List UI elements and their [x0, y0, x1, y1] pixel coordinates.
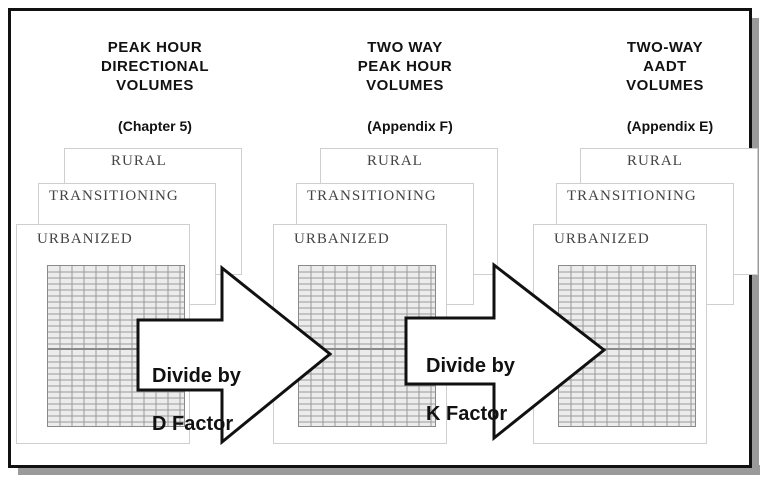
arrow-k-factor-line-1: Divide by — [426, 354, 515, 378]
arrow-d-factor-line-1: Divide by — [152, 364, 241, 388]
arrow-d-factor-label: Divide by D Factor — [152, 340, 241, 460]
arrow-d-factor-line-2: D Factor — [152, 412, 241, 436]
arrow-k-factor-line-2: K Factor — [426, 402, 515, 426]
arrow-k-factor-label: Divide by K Factor — [426, 330, 515, 450]
